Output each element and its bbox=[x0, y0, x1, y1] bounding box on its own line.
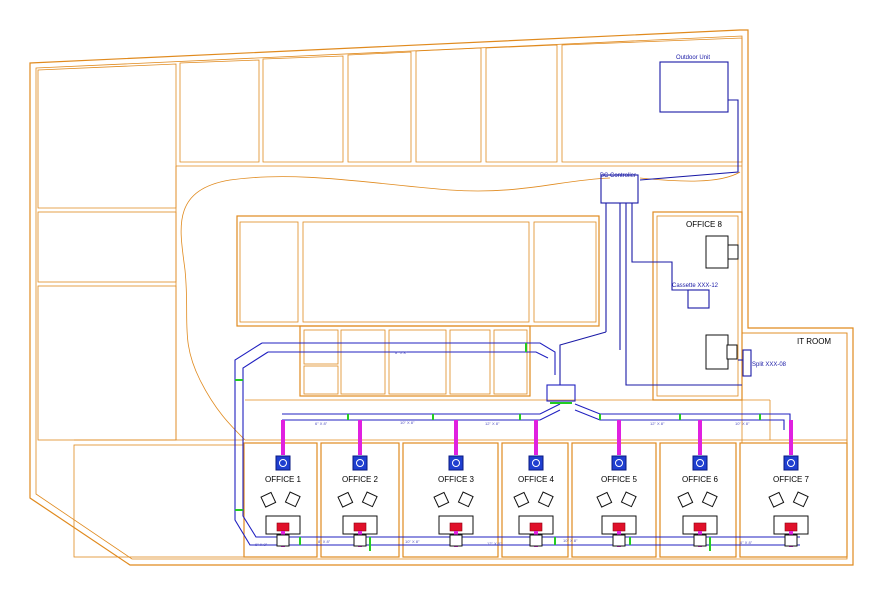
top-rooms bbox=[37, 37, 743, 440]
outdoor-unit-label: Outdoor Unit bbox=[676, 55, 710, 61]
chair bbox=[529, 534, 543, 547]
chair bbox=[284, 491, 301, 508]
chair bbox=[513, 491, 530, 508]
chair bbox=[784, 534, 798, 547]
duct-label: 10" X 8" bbox=[735, 421, 750, 426]
duct-label: 12" X 8" bbox=[485, 421, 500, 426]
cassette-unit[interactable] bbox=[687, 289, 710, 309]
office-label: OFFICE 4 bbox=[518, 475, 555, 484]
duct-label: 12" X 8" bbox=[650, 421, 665, 426]
chair bbox=[276, 534, 290, 547]
chair bbox=[361, 491, 378, 508]
fan-icon bbox=[452, 459, 460, 467]
fan-coil-unit[interactable] bbox=[528, 455, 544, 471]
office-label: OFFICE 5 bbox=[601, 475, 638, 484]
chair bbox=[612, 534, 626, 547]
office8-room bbox=[652, 211, 743, 401]
bc-controller-label: BC Controller bbox=[600, 173, 636, 179]
office8-label: OFFICE 8 bbox=[686, 220, 723, 229]
supply-grille[interactable] bbox=[276, 522, 290, 532]
office-units: OFFICE 1 OFFICE 2 OFFICE 3 OFFICE 4 OFFICE 5… bbox=[260, 420, 810, 547]
chair bbox=[620, 491, 637, 508]
desk bbox=[705, 235, 729, 269]
supply-grille[interactable] bbox=[784, 522, 798, 532]
chair bbox=[768, 491, 785, 508]
duct-label: 10" X 8" bbox=[563, 538, 578, 543]
bc-controller[interactable] bbox=[600, 174, 639, 204]
chair bbox=[337, 491, 354, 508]
cassette-label: Cassette XXX-12 bbox=[672, 283, 719, 289]
supply-grille[interactable] bbox=[449, 522, 463, 532]
duct-label: 6" X 8" bbox=[315, 421, 328, 426]
supply-grille[interactable] bbox=[693, 522, 707, 532]
fan-coil-unit[interactable] bbox=[692, 455, 708, 471]
duct-label: 10" X 8" bbox=[405, 539, 420, 544]
desk bbox=[705, 334, 729, 370]
duct-label: 6" X 8" bbox=[255, 542, 268, 547]
fan-icon bbox=[356, 459, 364, 467]
office-label: OFFICE 2 bbox=[342, 475, 379, 484]
fan-coil-unit[interactable] bbox=[275, 455, 291, 471]
fan-icon bbox=[532, 459, 540, 467]
chair bbox=[677, 491, 694, 508]
office-label: OFFICE 6 bbox=[682, 475, 719, 484]
fan-icon bbox=[279, 459, 287, 467]
fan-icon bbox=[787, 459, 795, 467]
building-outline bbox=[29, 29, 854, 566]
supply-grille[interactable] bbox=[612, 522, 626, 532]
it-room-label: IT ROOM bbox=[797, 337, 831, 346]
duct-labels: 8" X 8" 6" X 8" 10" X 8" 12" X 8" 12" X … bbox=[255, 350, 753, 547]
chair bbox=[353, 534, 367, 547]
supply-grille[interactable] bbox=[353, 522, 367, 532]
chair bbox=[693, 534, 707, 547]
chair bbox=[701, 491, 718, 508]
duct-label: 10" X 8" bbox=[400, 420, 415, 425]
office-label: OFFICE 3 bbox=[438, 475, 475, 484]
office-label: OFFICE 7 bbox=[773, 475, 810, 484]
duct-label: 8" X 8" bbox=[395, 350, 408, 355]
chair bbox=[457, 491, 474, 508]
chair bbox=[726, 344, 738, 360]
office-row bbox=[243, 442, 848, 558]
it-room bbox=[741, 332, 848, 444]
chair bbox=[537, 491, 554, 508]
fan-icon bbox=[696, 459, 704, 467]
fan-coil-unit[interactable] bbox=[448, 455, 464, 471]
outdoor-unit[interactable] bbox=[659, 61, 729, 113]
office-label: OFFICE 1 bbox=[265, 475, 302, 484]
split-label: Split XXX-08 bbox=[752, 362, 787, 368]
chair bbox=[792, 491, 809, 508]
refrigerant-piping bbox=[559, 61, 752, 386]
duct-label: 6" X 8" bbox=[740, 540, 753, 545]
left-rooms bbox=[37, 211, 245, 558]
fan-coil-unit[interactable] bbox=[352, 455, 368, 471]
supply-grille[interactable] bbox=[529, 522, 543, 532]
chair bbox=[727, 244, 739, 260]
fan-icon bbox=[615, 459, 623, 467]
duct-label: 8" X 8" bbox=[318, 539, 331, 544]
chair bbox=[260, 491, 277, 508]
fan-coil-unit[interactable] bbox=[783, 455, 799, 471]
duct-label: 12" X 8" bbox=[487, 541, 502, 546]
corridor-curve bbox=[180, 176, 611, 441]
chair bbox=[433, 491, 450, 508]
chair bbox=[449, 534, 463, 547]
chair bbox=[596, 491, 613, 508]
central-block bbox=[236, 215, 600, 397]
fan-coil-unit[interactable] bbox=[611, 455, 627, 471]
split-unit[interactable] bbox=[742, 349, 752, 377]
